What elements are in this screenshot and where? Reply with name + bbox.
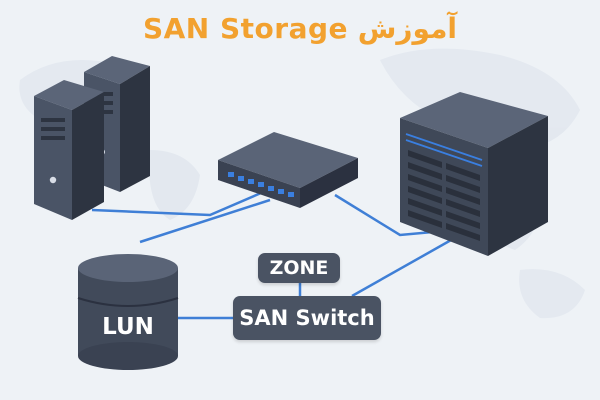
database-cylinder-icon (77, 254, 179, 370)
zone-label: ZONE (258, 253, 340, 283)
link-server-to-switch-a (91, 188, 269, 217)
connection-lines (91, 188, 461, 320)
san-switch-label: SAN Switch (233, 296, 381, 340)
storage-array-icon (400, 92, 548, 256)
server-tower-icon (34, 80, 104, 220)
storage-drive-slots (408, 150, 480, 241)
page-title: آموزش SAN Storage (142, 12, 458, 45)
link-server-to-switch-b (139, 198, 271, 244)
link-storage-to-sanswitch (351, 233, 461, 298)
switch-port-lights (228, 172, 294, 197)
storage-drive-bays (405, 133, 483, 167)
network-switch-icon (218, 132, 358, 208)
lun-label: LUN (102, 314, 154, 340)
